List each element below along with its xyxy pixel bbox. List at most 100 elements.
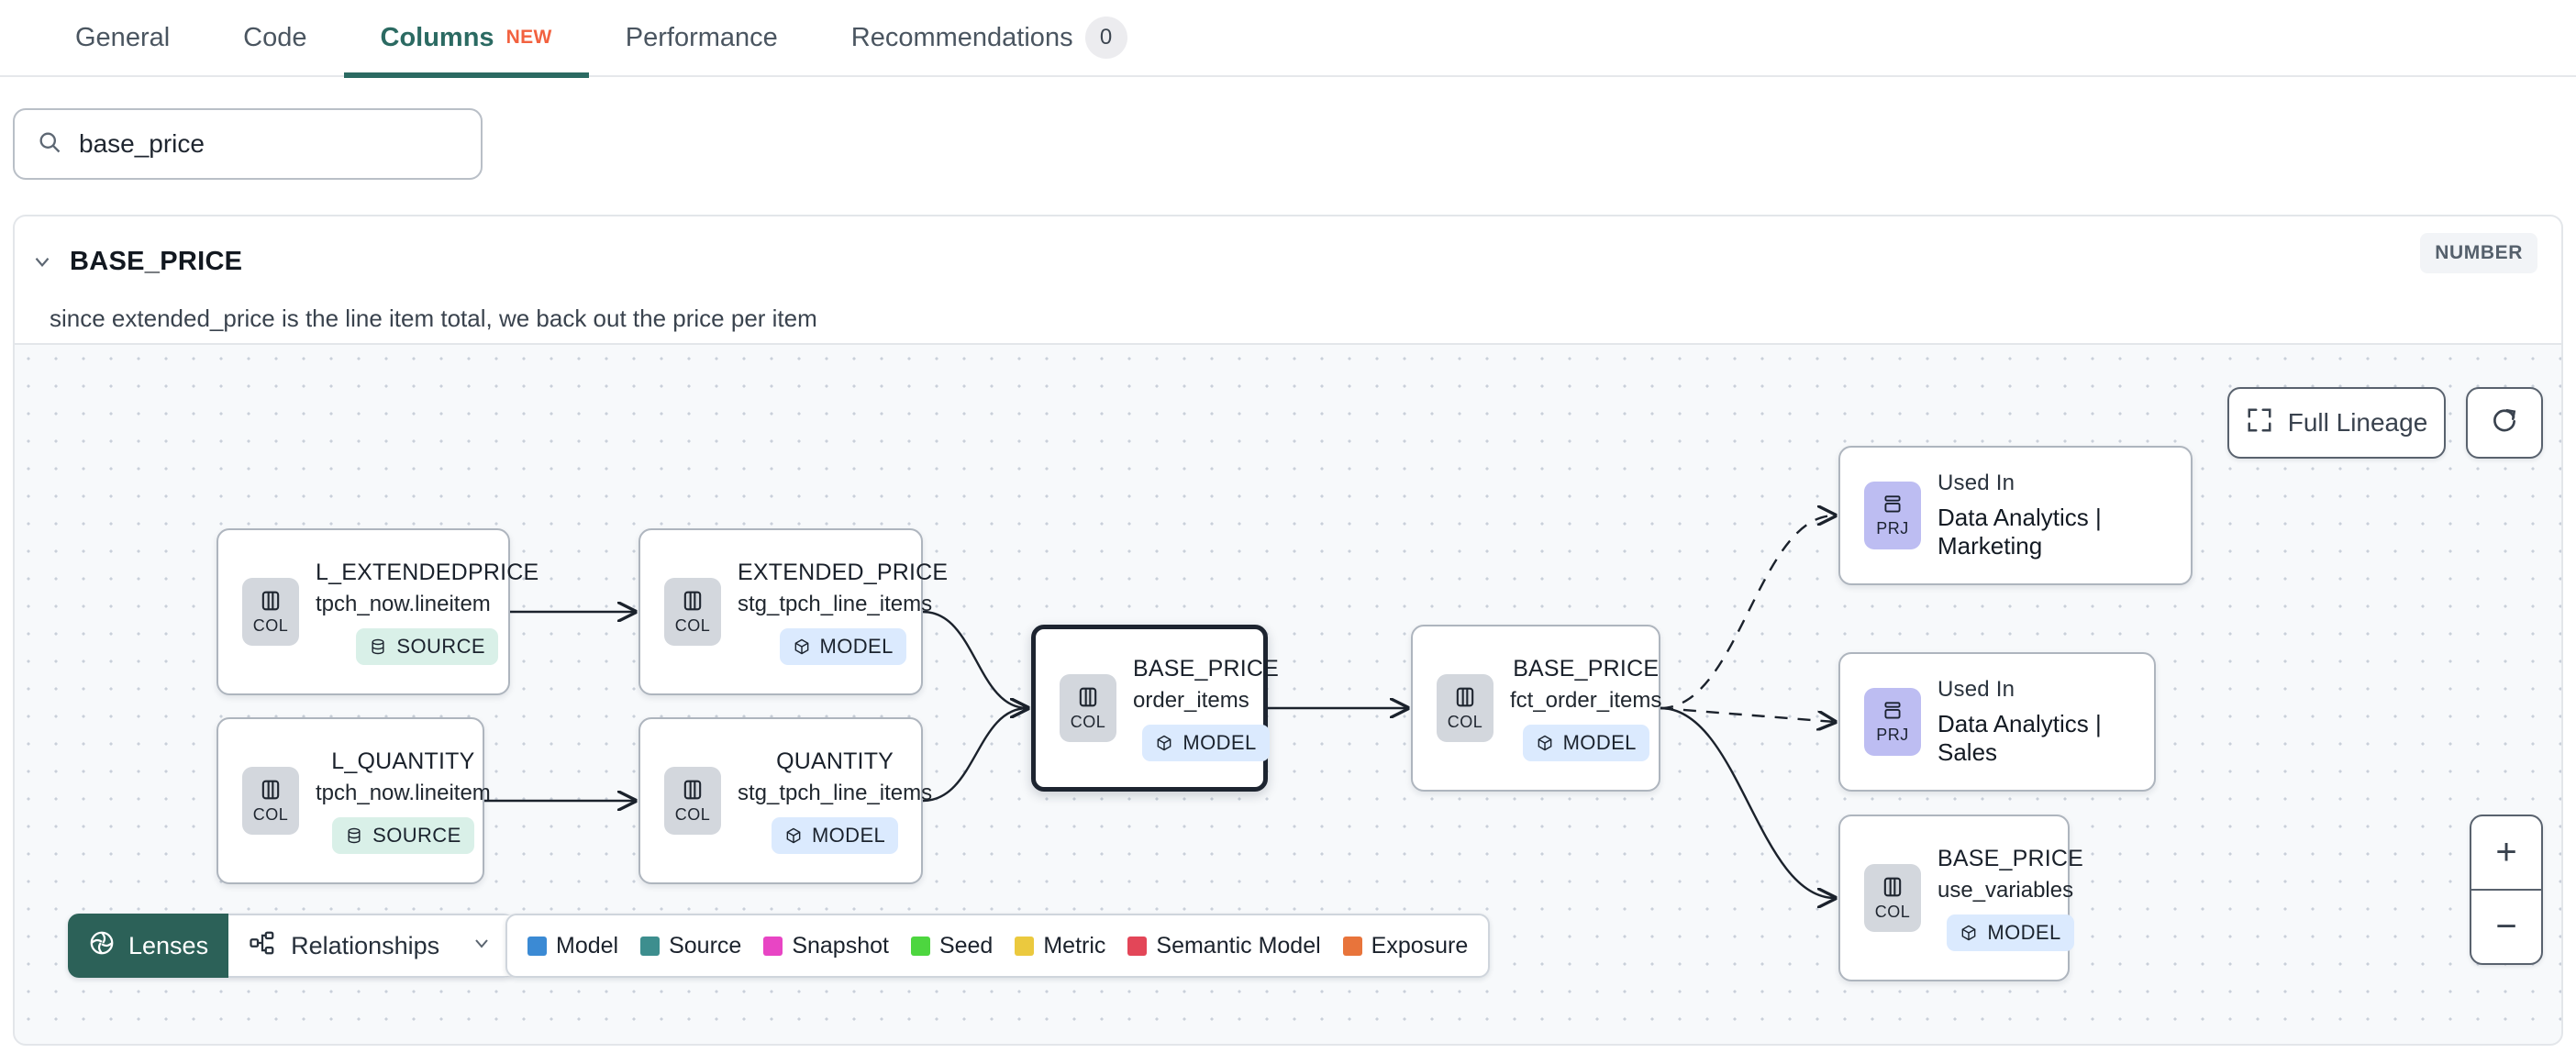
legend-item-exposure: Exposure xyxy=(1342,933,1468,959)
prj-badge: PRJ xyxy=(1864,482,1921,549)
col-badge: COL xyxy=(242,578,299,646)
page-title: BASE_PRICE xyxy=(70,246,243,276)
node-project-name: Data Analytics | Marketing xyxy=(1938,504,2102,560)
search-input[interactable]: base_price xyxy=(13,108,483,180)
col-badge-label: COL xyxy=(1070,713,1106,731)
node-tag-label: MODEL xyxy=(1183,730,1257,754)
node-title: L_QUANTITY xyxy=(331,748,475,774)
legend-swatch xyxy=(527,936,547,956)
col-badge-label: COL xyxy=(674,616,711,635)
legend-swatch xyxy=(1342,936,1362,956)
full-lineage-label: Full Lineage xyxy=(2287,408,2428,437)
cube-icon xyxy=(794,638,808,654)
full-lineage-button[interactable]: Full Lineage xyxy=(2227,387,2446,459)
node-body: Used In Data Analytics | Marketing xyxy=(1938,471,2191,560)
col-badge-label: COL xyxy=(1874,903,1911,921)
col-badge-label: COL xyxy=(252,805,289,824)
node-body: BASE_PRICE use_variables MODEL xyxy=(1938,846,2083,951)
node-project-name: Data Analytics | Sales xyxy=(1938,710,2102,766)
col-badge-label: COL xyxy=(252,616,289,635)
col-badge: COL xyxy=(664,578,721,646)
refresh-icon xyxy=(2490,405,2519,441)
lenses-button[interactable]: Lenses xyxy=(68,914,229,978)
expand-corners-icon xyxy=(2246,406,2273,440)
tab-code[interactable]: Code xyxy=(206,0,343,76)
tab-label: General xyxy=(75,22,171,52)
database-icon xyxy=(372,638,384,654)
lineage-canvas[interactable]: COL L_EXTENDEDPRICE tpch_now.lineitem SO… xyxy=(13,343,2563,1046)
lineage-node[interactable]: COL BASE_PRICE use_variables MODEL xyxy=(1838,815,2083,981)
legend-label: Metric xyxy=(1043,932,1106,959)
recommendations-count-badge: 0 xyxy=(1084,17,1127,59)
lineage-node[interactable]: COL BASE_PRICE fct_order_items MODEL xyxy=(1411,625,1661,792)
lineage-node-selected[interactable]: COL BASE_PRICE order_items MODEL xyxy=(1031,625,1279,792)
legend-swatch xyxy=(1127,936,1148,956)
node-type-tag: SOURCE xyxy=(356,627,498,665)
legend-item-seed: Seed xyxy=(910,932,994,959)
relationships-dropdown[interactable]: Relationships xyxy=(228,914,516,978)
tab-bar: General Code Columns NEW Performance Rec… xyxy=(0,0,2576,78)
tab-performance[interactable]: Performance xyxy=(589,0,815,76)
tab-label: Code xyxy=(243,22,307,52)
col-badge: COL xyxy=(1864,864,1921,932)
lens-toolbar: Lenses Relationships xyxy=(68,914,516,978)
zoom-out-button[interactable]: − xyxy=(2495,906,2517,947)
lineage-node[interactable]: COL QUANTITY stg_tpch_line_items MODEL xyxy=(638,717,932,884)
node-subtitle: stg_tpch_line_items xyxy=(738,591,933,616)
search-area: base_price xyxy=(13,108,483,180)
node-body: BASE_PRICE fct_order_items MODEL xyxy=(1510,656,1661,761)
tab-columns[interactable]: Columns NEW xyxy=(343,0,590,78)
node-tag-label: MODEL xyxy=(819,634,894,658)
legend-label: Seed xyxy=(938,932,994,959)
legend-swatch xyxy=(640,936,661,956)
tab-recommendations[interactable]: Recommendations 0 xyxy=(815,0,1164,76)
zoom-in-button[interactable]: + xyxy=(2471,816,2541,891)
legend-label: Model xyxy=(556,932,619,959)
node-title: BASE_PRICE xyxy=(1513,655,1660,682)
prj-badge: PRJ xyxy=(1864,688,1921,756)
lineage-node-project[interactable]: PRJ Used In Data Analytics | Marketing xyxy=(1838,446,2193,585)
prj-badge-label: PRJ xyxy=(1876,726,1909,744)
lineage-node[interactable]: COL EXTENDED_PRICE stg_tpch_line_items M… xyxy=(638,528,948,695)
legend-item-metric: Metric xyxy=(1015,933,1105,959)
lenses-label: Lenses xyxy=(128,931,209,959)
tab-general[interactable]: General xyxy=(39,0,206,76)
chevron-down-icon xyxy=(471,932,493,959)
zoom-controls[interactable]: + − xyxy=(2470,815,2543,965)
lineage-edges xyxy=(484,345,2561,1044)
lineage-node[interactable]: COL L_EXTENDEDPRICE tpch_now.lineitem SO… xyxy=(217,528,539,695)
column-description: since extended_price is the line item to… xyxy=(50,305,817,332)
cube-icon xyxy=(786,827,801,843)
lineage-node[interactable]: COL L_QUANTITY tpch_now.lineitem SOURCE xyxy=(217,717,491,884)
legend-swatch xyxy=(1015,936,1035,956)
node-body: Used In Data Analytics | Sales xyxy=(1938,677,2154,767)
search-icon xyxy=(37,129,62,160)
node-body: L_EXTENDEDPRICE tpch_now.lineitem SOURCE xyxy=(316,560,539,665)
lineage-node-project[interactable]: PRJ Used In Data Analytics | Sales xyxy=(1838,652,2156,792)
legend-item-snapshot: Snapshot xyxy=(763,933,889,959)
legend: Model Source Snapshot Seed Metric Semant… xyxy=(505,914,1491,978)
legend-swatch xyxy=(763,936,783,956)
legend-label: Snapshot xyxy=(792,932,889,959)
col-badge-label: COL xyxy=(1447,713,1483,731)
refresh-button[interactable] xyxy=(2466,387,2543,459)
node-title: QUANTITY xyxy=(776,748,894,774)
column-detail-card: BASE_PRICE NUMBER since extended_price i… xyxy=(13,215,2563,343)
node-tag-label: MODEL xyxy=(1987,920,2061,944)
legend-item-source: Source xyxy=(640,933,741,959)
node-tag-label: SOURCE xyxy=(396,634,485,658)
node-title: BASE_PRICE xyxy=(1938,845,2084,871)
relationships-label: Relationships xyxy=(291,931,440,959)
chevron-down-icon[interactable] xyxy=(15,249,70,273)
node-subtitle: tpch_now.lineitem xyxy=(316,780,491,805)
col-badge: COL xyxy=(1437,674,1493,742)
node-tag-label: SOURCE xyxy=(372,823,461,847)
column-header-row: BASE_PRICE xyxy=(15,240,2561,283)
node-tag-label: MODEL xyxy=(1562,730,1637,754)
legend-item-model: Model xyxy=(527,933,618,959)
column-type-badge: NUMBER xyxy=(2420,233,2537,273)
cube-icon xyxy=(1158,735,1171,750)
node-type-tag: MODEL xyxy=(1142,724,1270,761)
node-title: BASE_PRICE xyxy=(1133,655,1280,682)
col-badge-label: COL xyxy=(674,805,711,824)
